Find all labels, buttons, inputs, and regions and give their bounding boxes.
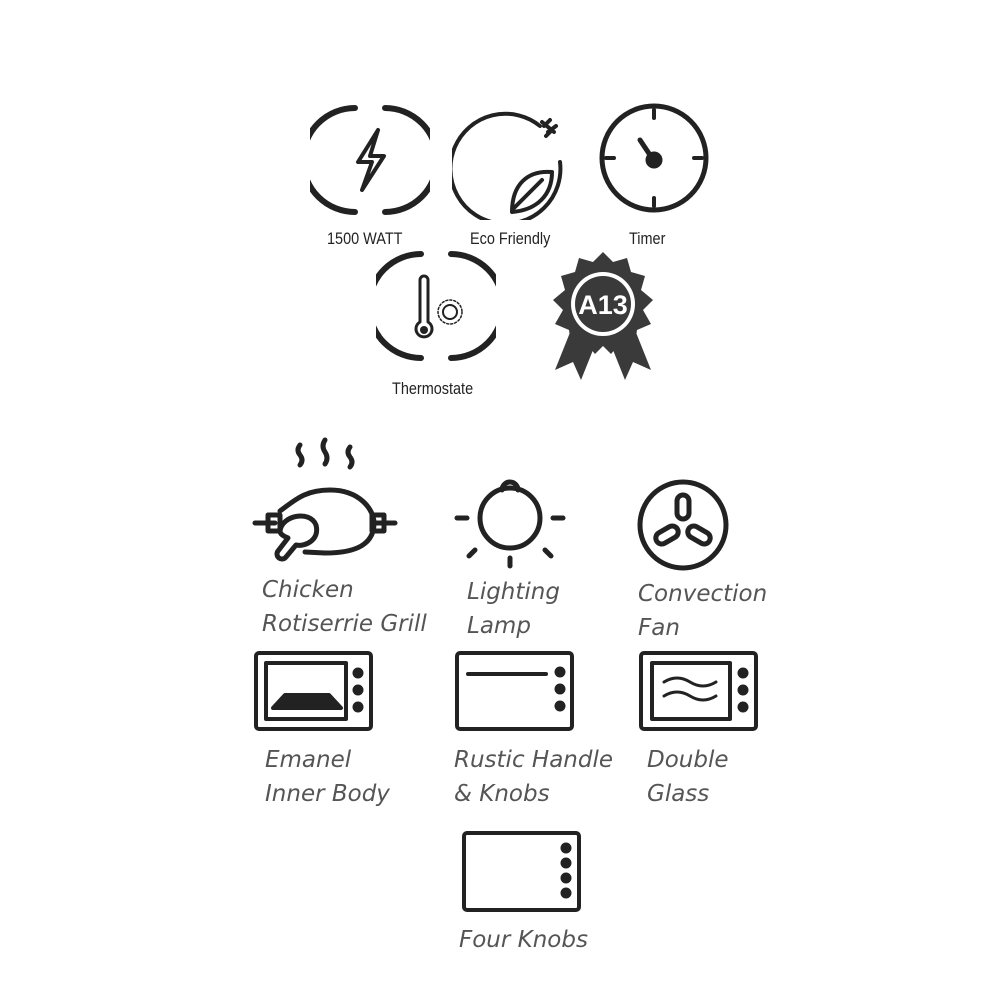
wattage-label: 1500 WATT — [327, 229, 403, 248]
fan-icon — [637, 479, 729, 571]
oven-double-glass-icon — [639, 651, 758, 731]
award-badge-icon: A13 — [553, 252, 653, 380]
timer-label: Timer — [629, 229, 666, 248]
eco-label: Eco Friendly — [470, 229, 551, 248]
rotisserie-chicken-icon — [252, 437, 398, 562]
thermostat-label: Thermostate — [392, 379, 474, 398]
lamp-icon — [454, 479, 566, 569]
thermometer-icon — [376, 251, 496, 361]
oven-enamel-icon — [254, 651, 373, 731]
leaf-plug-icon — [452, 111, 563, 220]
lightning-icon — [310, 105, 430, 215]
clock-icon — [599, 103, 709, 213]
rustic-handle-label: Rustic Handle& Knobs — [454, 747, 614, 807]
badge-text: A13 — [578, 290, 628, 320]
oven-four-knobs-icon — [462, 831, 581, 912]
four-knobs-label: Four Knobs — [459, 927, 588, 953]
oven-handle-icon — [455, 651, 574, 731]
